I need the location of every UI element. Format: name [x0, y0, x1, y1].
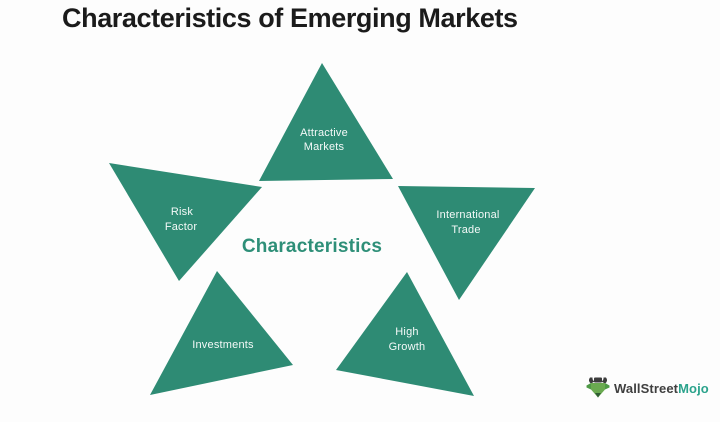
triangle-investments [150, 271, 293, 395]
triangle-label-trade-line1: International [436, 209, 499, 221]
triangle-label-growth-line1: High [395, 326, 418, 338]
center-label: Characteristics [242, 236, 382, 257]
triangle-label-attractive-line2: Markets [304, 141, 345, 153]
bull-icon [586, 377, 610, 398]
triangle-label-trade-line2: Trade [451, 224, 480, 236]
triangle-label-investments-line1: Investments [192, 339, 254, 351]
brand-name-dark: WallStreet [614, 381, 679, 396]
triangle-label-growth-line2: Growth [389, 341, 426, 353]
triangle-high-growth [336, 272, 474, 396]
triangle-label-attractive-line1: Attractive [300, 127, 348, 139]
triangle-international-trade [398, 186, 535, 300]
brand-name-accent: Mojo [678, 381, 709, 396]
brand-logo[interactable]: WallStreetMojo [586, 375, 709, 402]
triangle-label-risk-line2: Factor [165, 221, 198, 233]
brand-name: WallStreetMojo [614, 381, 709, 396]
triangle-risk-factor [109, 163, 262, 281]
page-title: Characteristics of Emerging Markets [62, 3, 518, 33]
triangle-label-risk-line1: Risk [171, 206, 193, 218]
triangle-attractive-markets [259, 63, 393, 181]
